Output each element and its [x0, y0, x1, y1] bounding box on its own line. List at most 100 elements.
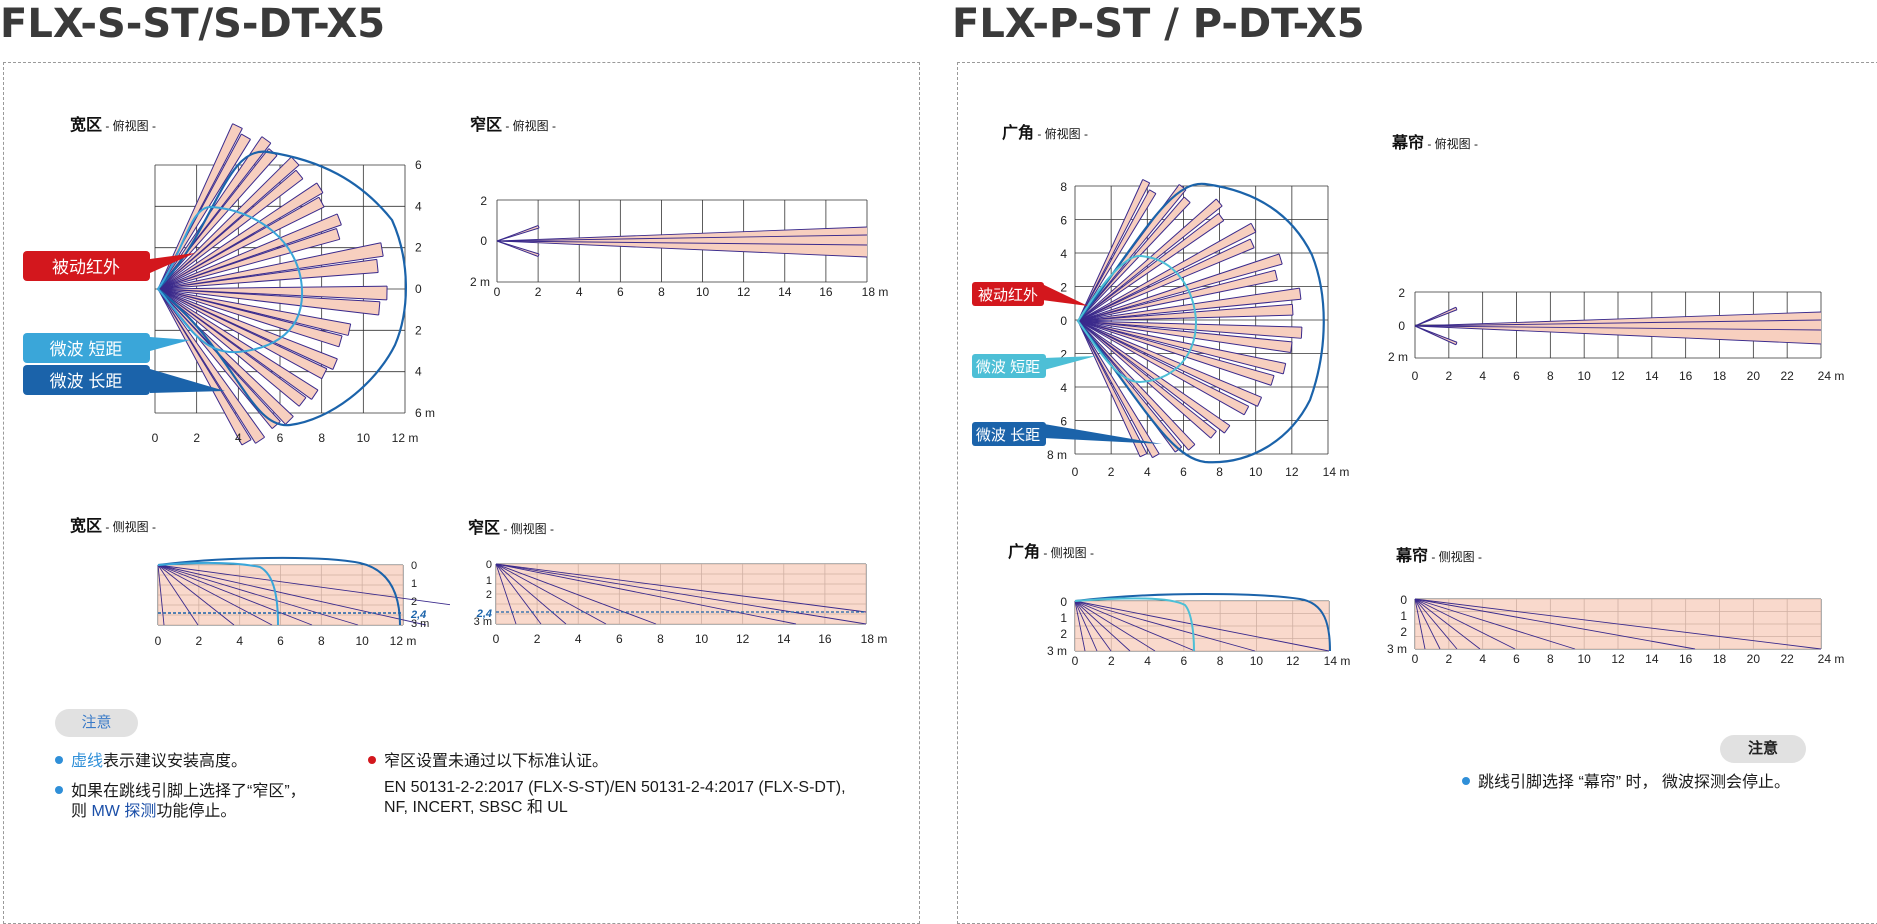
- x-tick: 24 m: [1818, 652, 1845, 666]
- y-tick: 3 m: [1387, 642, 1407, 656]
- chart-title: 幕帘 - 侧视图 -: [1395, 546, 1482, 565]
- x-tick: 0: [1412, 652, 1419, 666]
- x-tick: 10: [1577, 369, 1591, 383]
- x-tick: 4: [575, 632, 582, 646]
- y-tick: 2: [1400, 625, 1407, 639]
- note-3-line-3: NF, INCERT, SBSC 和 UL: [384, 798, 568, 818]
- x-tick: 2: [535, 285, 542, 299]
- x-tick: 12: [1611, 652, 1625, 666]
- y-tick: 2: [1398, 286, 1405, 300]
- y-tick: 0: [1400, 593, 1407, 607]
- x-tick: 0: [493, 632, 500, 646]
- x-tick: 14: [1645, 369, 1659, 383]
- mw-short-callout-label: 微波 短距: [976, 359, 1040, 376]
- y-tick: 2: [480, 194, 487, 208]
- x-tick: 6: [616, 632, 623, 646]
- chart-title: 宽区 - 侧视图 -: [70, 516, 156, 535]
- pir-beam: [497, 241, 538, 257]
- chart-title: 广角 - 俯视图 -: [1002, 123, 1088, 142]
- x-tick: 8: [1547, 369, 1554, 383]
- y-tick: 1: [411, 578, 417, 590]
- x-tick: 0: [1072, 465, 1079, 479]
- pir-callout-pointer: [150, 253, 195, 273]
- x-tick: 2: [1108, 654, 1115, 668]
- y-tick: 0: [486, 559, 492, 571]
- x-tick: 8: [318, 431, 325, 445]
- x-tick: 20: [1747, 369, 1761, 383]
- y-tick: 2: [1060, 627, 1067, 641]
- x-tick: 6: [617, 285, 624, 299]
- y-tick: 3 m: [1047, 644, 1067, 658]
- mw-short-callout-pointer: [150, 337, 190, 351]
- x-tick: 10: [1577, 652, 1591, 666]
- x-tick: 6: [1181, 654, 1188, 668]
- x-tick: 10: [1250, 654, 1264, 668]
- x-tick: 22: [1780, 652, 1794, 666]
- y-tick: 6 m: [415, 406, 435, 420]
- y-tick: 6: [415, 158, 422, 172]
- left-note-1: 虚线表示建议安装高度。: [55, 752, 247, 772]
- y-tick: 3 m: [411, 618, 429, 630]
- x-tick: 10: [355, 634, 369, 648]
- x-tick: 14: [777, 632, 791, 646]
- chart-title: 广角 - 侧视图 -: [1008, 542, 1094, 561]
- x-tick: 22: [1780, 369, 1794, 383]
- note-2-prefix: 则: [71, 803, 91, 820]
- right-callouts: 被动红外 微波 短距 微波 长距: [970, 278, 1170, 458]
- pir-beam-end: [1292, 304, 1293, 315]
- x-tick: 4: [1479, 369, 1486, 383]
- y-tick: 2 m: [470, 275, 490, 289]
- x-tick: 2: [193, 431, 200, 445]
- note-3-line-2: EN 50131-2-2:2017 (FLX-S-ST)/EN 50131-2-…: [384, 778, 846, 798]
- x-tick: 12: [1286, 654, 1300, 668]
- detection-area-fill: [158, 565, 403, 625]
- mw-detection-keyword: MW 探测: [91, 803, 156, 820]
- x-tick: 4: [1144, 465, 1151, 479]
- x-tick: 18 m: [861, 632, 888, 646]
- x-tick: 8: [1547, 652, 1554, 666]
- y-tick: 0: [480, 234, 487, 248]
- right-product-title: FLX-P-ST / P-DT-X5: [952, 0, 1365, 48]
- chart-title: 宽区 - 俯视图 -: [70, 115, 156, 134]
- y-tick: 0: [415, 282, 422, 296]
- x-tick: 2: [195, 634, 202, 648]
- x-tick: 2: [534, 632, 541, 646]
- x-tick: 18: [1713, 652, 1727, 666]
- x-tick: 12: [1611, 369, 1625, 383]
- y-tick: 2: [415, 241, 422, 255]
- x-tick: 0: [1072, 654, 1079, 668]
- y-tick: 2: [486, 589, 492, 601]
- x-tick: 6: [1513, 369, 1520, 383]
- x-tick: 12 m: [390, 634, 417, 648]
- x-tick: 8: [1217, 654, 1224, 668]
- x-tick: 6: [1513, 652, 1520, 666]
- left-note-2: 如果在跳线引脚上选择了“窄区”，: [55, 782, 306, 802]
- bullet-dot: [1462, 777, 1470, 785]
- y-tick: 4: [415, 199, 422, 213]
- y-tick: 1: [1060, 611, 1067, 625]
- x-tick: 2: [1445, 369, 1452, 383]
- x-tick: 18 m: [862, 285, 889, 299]
- x-tick: 10: [695, 632, 709, 646]
- note-2-line-1: 如果在跳线引脚上选择了“窄区”，: [71, 783, 306, 800]
- left-note-2-continued: 则 MW 探测功能停止。: [71, 802, 236, 822]
- left-note-3: 窄区设置未通过以下标准认证。: [368, 752, 608, 772]
- left-callouts: 被动红外 微波 短距 微波 长距: [20, 245, 240, 405]
- pir-callout-label: 被动红外: [52, 258, 120, 277]
- mw-long-callout-pointer: [1044, 424, 1162, 444]
- y-tick: 6: [1060, 214, 1067, 228]
- x-tick: 18: [1713, 369, 1727, 383]
- pir-beam: [1415, 326, 1456, 345]
- x-tick: 10: [357, 431, 371, 445]
- x-tick: 4: [1479, 652, 1486, 666]
- x-tick: 8: [657, 632, 664, 646]
- bullet-dot: [55, 786, 63, 794]
- mw-short-callout-label: 微波 短距: [50, 340, 123, 359]
- x-tick: 12: [737, 285, 751, 299]
- x-tick: 20: [1747, 652, 1761, 666]
- dashed-line-keyword: 虚线: [71, 753, 103, 770]
